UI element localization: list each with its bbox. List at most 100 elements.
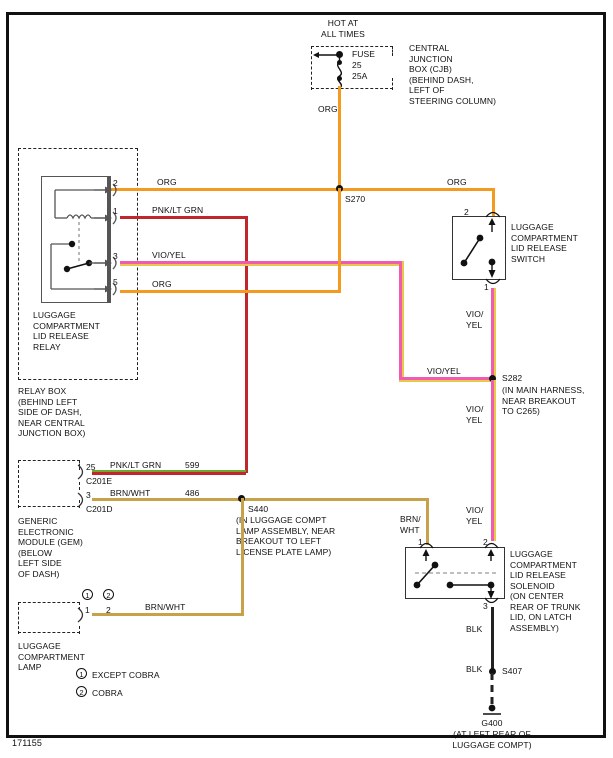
- gem-dash-top: [18, 460, 80, 461]
- solenoid-pin-label-3: 3: [483, 601, 488, 611]
- wire-brnwht-s440-down: [241, 498, 244, 613]
- cjb-dash-left: [311, 46, 312, 90]
- fuse-bottom-node: [337, 76, 342, 81]
- wire-label-vioyel-below: VIO/ YEL: [466, 404, 484, 425]
- wire-vioyel-mid-h: [399, 377, 492, 380]
- legend-1-label: EXCEPT COBRA: [92, 670, 160, 680]
- wire-vioyel-relay-h-y: [120, 264, 402, 266]
- wire-brnwht-gem-h: [92, 498, 429, 501]
- ground-symbol-icon: [483, 704, 501, 715]
- lamp-pin-label-2: 2: [106, 605, 111, 615]
- lamp-pin-arc: [77, 607, 84, 623]
- diagram-id-label: 171155: [12, 738, 42, 748]
- lamp-dash-left: [18, 602, 19, 634]
- wire-brnwht-lamp: [92, 613, 244, 616]
- wire-blk-upper: [491, 607, 494, 670]
- wire-label-pnkltgrn-relay: PNK/LT GRN: [152, 205, 204, 215]
- gem-pin25-arc: [77, 464, 84, 480]
- lid-switch-pin-label-2: 2: [464, 207, 469, 217]
- lid-switch-pin-label-1: 1: [484, 282, 489, 292]
- ground-code-label: G400: [481, 718, 503, 728]
- relay-pin-label-5: 5: [113, 277, 118, 287]
- legend-2-circle: 2: [76, 686, 87, 697]
- wire-vioyel-mid-h-y: [399, 380, 492, 382]
- wire-pnkltgrn-v: [245, 216, 248, 473]
- lid-release-switch-box: [452, 216, 506, 280]
- wire-label-brnwht-sol: BRN/ WHT: [400, 514, 421, 535]
- solenoid-name-label: LUGGAGE COMPARTMENT LID RELEASE SOLENOID…: [510, 549, 581, 633]
- lamp-marker-2-circle: 2: [103, 589, 114, 600]
- wire-blk-lower-dashed: [490, 673, 494, 709]
- wire-label-org-relay5: ORG: [152, 279, 172, 289]
- fuse-element-icon: [336, 54, 343, 89]
- relay-name-label: LUGGAGE COMPARTMENT LID RELEASE RELAY: [33, 310, 100, 352]
- gem-dash-left: [18, 460, 19, 508]
- wire-vioyel-relay-v: [399, 261, 402, 380]
- relay-pin-2-arrow: [94, 183, 117, 197]
- wire-pnkltgrn-h: [120, 216, 248, 219]
- splice-s440-note: (IN LUGGAGE COMPT LAMP ASSEMBLY, NEAR BR…: [236, 515, 336, 557]
- lamp-pin-label-1: 1: [85, 605, 90, 615]
- wire-label-org-fuse: ORG: [318, 104, 338, 114]
- lid-switch-pin2-arc: [485, 211, 501, 218]
- splice-s440-label: S440: [248, 504, 269, 514]
- wire-label-blk-lower: BLK: [466, 664, 483, 674]
- gem-dash-right-a: [79, 460, 80, 470]
- relay-pin-label-1: 1: [113, 206, 118, 216]
- solenoid-pin-label-1: 1: [418, 537, 423, 547]
- lid-release-switch-internal: [460, 218, 496, 278]
- cjb-dash-right-upper: [392, 46, 393, 56]
- circuit-number-486: 486: [185, 488, 200, 498]
- fuse-rating: 25A: [352, 71, 368, 81]
- cjb-note: CENTRAL JUNCTION BOX (CJB) (BEHIND DASH,…: [409, 43, 497, 106]
- relay-pin-3-arrow: [94, 256, 117, 270]
- lamp-dash-top: [18, 602, 80, 603]
- solenoid-internal-schematic: [413, 549, 497, 599]
- fuse-number: 25: [352, 60, 362, 70]
- wire-vioyel-switch-down-y: [494, 288, 496, 380]
- gem-pin-label-25: 25: [86, 462, 96, 472]
- cjb-dash-top: [311, 46, 393, 47]
- wire-vioyel-below-s282: [491, 380, 494, 541]
- ground-note-label: (AT LEFT REAR OF LUGGAGE COMPT): [452, 729, 532, 750]
- solenoid-pin3-arc: [484, 597, 499, 604]
- solenoid-pin-label-2: 2: [483, 537, 488, 547]
- wire-org-relay5-v: [338, 188, 341, 290]
- solenoid-box: [405, 547, 505, 599]
- wire-vioyel-relay-v-y: [402, 261, 404, 380]
- relay-box-note: RELAY BOX (BEHIND LEFT SIDE OF DASH, NEA…: [18, 386, 86, 438]
- wire-org-to-switch: [492, 188, 495, 216]
- lamp-dash-bottom: [18, 632, 80, 633]
- wire-org-fuse-down: [338, 86, 341, 191]
- circuit-number-599: 599: [185, 460, 200, 470]
- splice-s270-label: S270: [345, 194, 366, 204]
- lamp-marker-1-circle: 1: [82, 589, 93, 600]
- cjb-dash-bottom: [311, 88, 393, 89]
- wire-label-vioyel-relay: VIO/YEL: [152, 250, 186, 260]
- gem-name-label: GENERIC ELECTRONIC MODULE (GEM) (BELOW L…: [18, 516, 83, 579]
- wire-label-blk-upper: BLK: [466, 624, 483, 634]
- relay-internal-schematic: [50, 189, 105, 290]
- splice-s282-label: S282: [502, 373, 523, 383]
- wire-brnwht-to-solenoid: [426, 498, 429, 545]
- lamp-dash-right-a: [79, 602, 80, 610]
- wire-pnkltgrn-gem-red: [92, 472, 246, 475]
- splice-s282-dot: [489, 375, 496, 382]
- wire-label-brnwht-lamp: BRN/WHT: [145, 602, 186, 612]
- splice-s407-label: S407: [502, 666, 523, 676]
- wire-label-org-right: ORG: [447, 177, 467, 187]
- wire-org-bus: [110, 188, 495, 191]
- relay-pin-label-3: 3: [113, 251, 118, 261]
- wire-label-brnwht-gem: BRN/WHT: [110, 488, 151, 498]
- wire-label-vioyel-switch: VIO/ YEL: [466, 309, 484, 330]
- gem-dash-right-c: [79, 500, 80, 508]
- wire-label-pnkltgrn-gem: PNK/LT GRN: [110, 460, 162, 470]
- wire-vioyel-relay-h: [120, 261, 402, 264]
- lid-switch-pin1-arc: [485, 278, 501, 285]
- splice-s282-note: (IN MAIN HARNESS, NEAR BREAKOUT TO C265): [502, 385, 585, 416]
- wire-vioyel-below-s282-y: [494, 380, 496, 541]
- gem-connector-label-c201d: C201D: [86, 504, 113, 514]
- gem-pin-label-3: 3: [86, 490, 91, 500]
- solenoid-pin1-arc: [419, 542, 434, 549]
- diagram-border: [6, 12, 606, 738]
